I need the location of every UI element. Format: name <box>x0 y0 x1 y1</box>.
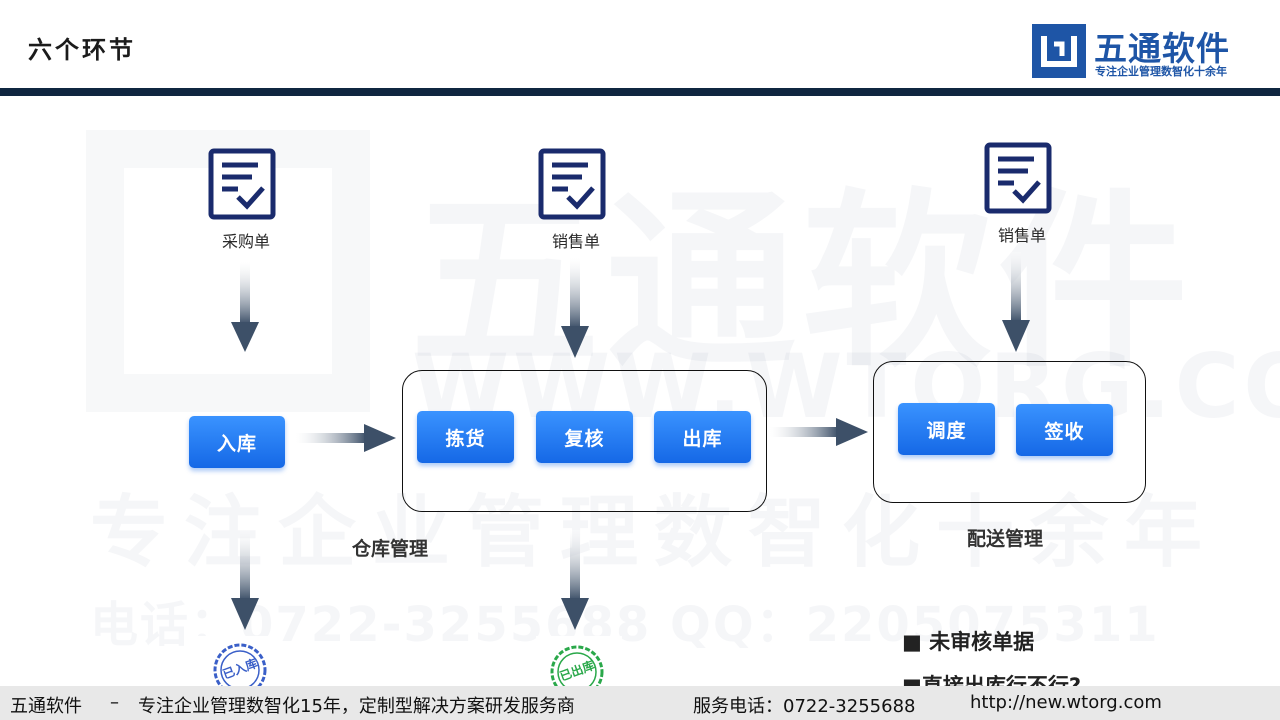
arrow-purchase-to-inbound <box>231 262 259 352</box>
watermark-logo-frame <box>86 130 370 412</box>
group-label-warehouse: 仓库管理 <box>352 538 429 560</box>
page-title: 六个环节 <box>28 36 136 64</box>
arrow-warehouse-to-delivery <box>770 418 868 446</box>
group-label-delivery: 配送管理 <box>967 528 1044 550</box>
footer-company: 五通软件 <box>10 696 82 717</box>
doc-label-sales-2: 销售单 <box>998 226 1047 245</box>
checklist-document-icon <box>984 142 1052 218</box>
brand-logo-name: 五通软件 <box>1094 29 1230 68</box>
arrow-warehouse-to-stamp <box>561 530 589 630</box>
step-outbound: 出库 <box>654 411 751 463</box>
step-picking: 拣货 <box>417 411 514 463</box>
footer-separator: – <box>110 692 119 713</box>
header-divider-bar <box>0 88 1280 96</box>
doc-label-purchase: 采购单 <box>222 232 271 251</box>
arrow-inbound-to-warehouse <box>296 424 396 452</box>
step-review: 复核 <box>536 411 633 463</box>
footer-phone: 服务电话：0722-3255688 <box>693 696 916 717</box>
group-warehouse-frame <box>402 370 767 512</box>
watermark-slogan: 专注企业管理数智化十余年 <box>90 488 1219 578</box>
group-delivery-frame <box>873 361 1146 503</box>
checklist-document-icon <box>208 148 276 224</box>
arrow-sales-to-delivery <box>1002 252 1030 352</box>
footer-tagline: 专注企业管理数智化15年，定制型解决方案研发服务商 <box>138 696 575 717</box>
arrow-inbound-to-stamp <box>231 530 259 630</box>
brand-logo-slogan: 专注企业管理数智化十余年 <box>1095 65 1227 78</box>
arrow-sales-to-warehouse <box>561 258 589 358</box>
checklist-document-icon <box>538 148 606 224</box>
note-unreviewed-documents: ■ 未审核单据 <box>902 630 1035 654</box>
step-inbound: 入库 <box>189 416 285 468</box>
doc-label-sales-1: 销售单 <box>552 232 601 251</box>
brand-logo-icon <box>1032 24 1086 78</box>
footer-bar <box>0 686 1280 720</box>
step-dispatch: 调度 <box>898 403 995 455</box>
footer-url[interactable]: http://new.wtorg.com <box>970 692 1162 713</box>
step-sign: 签收 <box>1016 404 1113 456</box>
